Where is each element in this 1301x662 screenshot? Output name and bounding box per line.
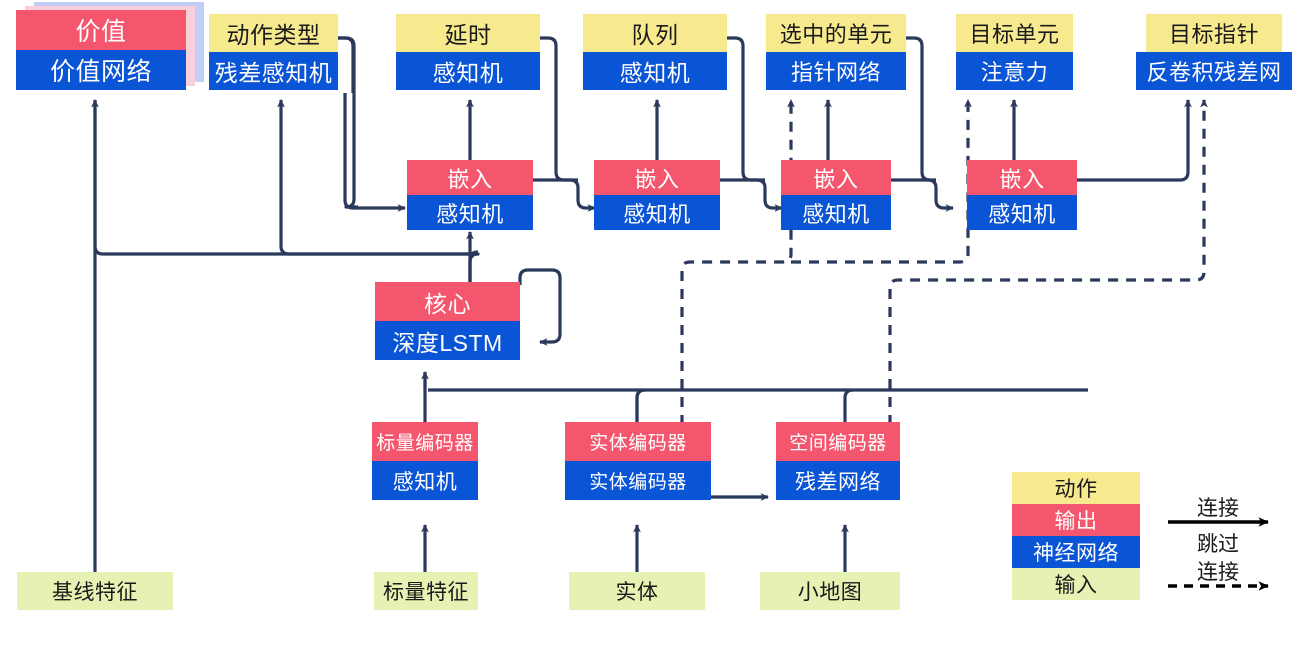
target-unit-network-label: 注意力 <box>956 52 1073 90</box>
embed-3-output-label: 嵌入 <box>781 160 891 195</box>
node-scalar-encoder[interactable]: 标量编码器 感知机 <box>372 422 478 500</box>
target-point-network-label: 反卷积残差网 <box>1136 52 1292 90</box>
legend-skip-label-line1: 跳过 <box>1197 533 1239 556</box>
entity-encoder-output-label: 实体编码器 <box>565 422 711 461</box>
node-embed-4[interactable]: 嵌入 感知机 <box>967 160 1077 230</box>
node-embed-3[interactable]: 嵌入 感知机 <box>781 160 891 230</box>
action-type-action-label: 动作类型 <box>209 14 338 52</box>
skip-connections <box>680 99 1208 425</box>
legend-swatch-input: 输入 <box>1012 568 1140 600</box>
node-embed-1[interactable]: 嵌入 感知机 <box>407 160 533 230</box>
node-delay[interactable]: 延时 感知机 <box>396 14 540 90</box>
target-unit-action-label: 目标单元 <box>956 14 1073 52</box>
delay-action-label: 延时 <box>396 14 540 52</box>
legend-swatch-output: 输出 <box>1012 504 1140 536</box>
node-entity-encoder[interactable]: 实体编码器 实体编码器 <box>565 422 711 500</box>
embed-4-network-label: 感知机 <box>967 195 1077 230</box>
node-value[interactable]: 价值 价值网络 <box>16 2 204 90</box>
queued-network-label: 感知机 <box>583 52 727 90</box>
core-output-label: 核心 <box>375 282 520 321</box>
legend-swatch-network: 神经网络 <box>1012 536 1140 568</box>
node-target-point[interactable]: 目标指针 反卷积残差网 <box>1136 14 1292 90</box>
node-queued[interactable]: 队列 感知机 <box>583 14 727 90</box>
scalar-encoder-output-label: 标量编码器 <box>372 422 478 461</box>
selected-units-network-label: 指针网络 <box>766 52 906 90</box>
node-action-type[interactable]: 动作类型 残差感知机 <box>209 14 338 90</box>
value-output-label: 价值 <box>16 10 186 50</box>
solid-connections <box>91 36 1192 572</box>
legend-swatch-stack: 动作 输出 神经网络 输入 <box>1012 472 1140 608</box>
entity-encoder-network-label: 实体编码器 <box>565 461 711 500</box>
embed-1-output-label: 嵌入 <box>407 160 533 195</box>
node-entities[interactable]: 实体 <box>569 572 705 610</box>
embed-1-network-label: 感知机 <box>407 195 533 230</box>
value-network-label: 价值网络 <box>16 50 186 90</box>
embed-4-output-label: 嵌入 <box>967 160 1077 195</box>
queued-action-label: 队列 <box>583 14 727 52</box>
delay-network-label: 感知机 <box>396 52 540 90</box>
action-type-network-label: 残差感知机 <box>209 52 338 90</box>
node-core[interactable]: 核心 深度LSTM <box>375 282 520 360</box>
legend-skip-label-line2: 连接 <box>1197 561 1239 584</box>
embed-2-output-label: 嵌入 <box>594 160 720 195</box>
scalar-encoder-network-label: 感知机 <box>372 461 478 500</box>
node-selected-units[interactable]: 选中的单元 指针网络 <box>766 14 906 90</box>
legend-swatch-action: 动作 <box>1012 472 1140 504</box>
target-point-action-label: 目标指针 <box>1146 14 1282 52</box>
core-network-label: 深度LSTM <box>375 321 520 360</box>
node-spatial-encoder[interactable]: 空间编码器 残差网络 <box>776 422 900 500</box>
embed-3-network-label: 感知机 <box>781 195 891 230</box>
legend-arrows <box>1168 517 1269 591</box>
node-baseline-features[interactable]: 基线特征 <box>17 572 173 610</box>
node-minimap[interactable]: 小地图 <box>760 572 900 610</box>
embed-2-network-label: 感知机 <box>594 195 720 230</box>
node-embed-2[interactable]: 嵌入 感知机 <box>594 160 720 230</box>
spatial-encoder-network-label: 残差网络 <box>776 461 900 500</box>
legend-connection-label: 连接 <box>1197 497 1239 520</box>
selected-units-action-label: 选中的单元 <box>766 14 906 52</box>
node-scalar-features[interactable]: 标量特征 <box>374 572 478 610</box>
node-target-unit[interactable]: 目标单元 注意力 <box>956 14 1073 90</box>
spatial-encoder-output-label: 空间编码器 <box>776 422 900 461</box>
